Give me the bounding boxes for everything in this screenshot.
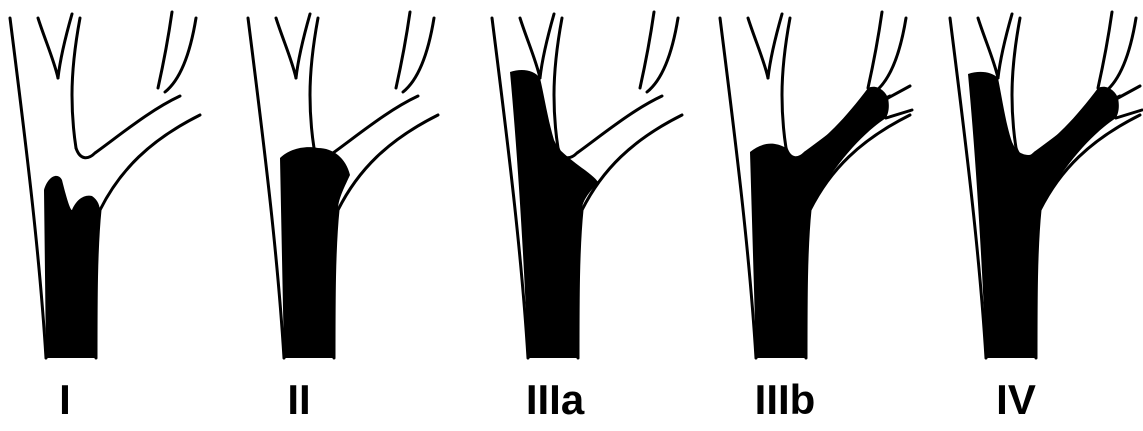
panel-IV-filled-region — [968, 72, 1119, 358]
panel-II-drawing — [248, 12, 438, 358]
panel-label-II: II — [219, 378, 379, 422]
panel-I-drawing — [10, 12, 200, 358]
panel-label-I: I — [0, 378, 145, 422]
panel-I-filled-region — [44, 176, 100, 358]
panel-II-filled-region — [280, 147, 350, 358]
panel-IIIb-drawing — [720, 12, 912, 358]
panel-IV-drawing — [950, 12, 1142, 358]
panel-IIIa-drawing — [492, 12, 682, 358]
panel-IIIb-right-subbranch — [886, 86, 912, 118]
panel-label-IIIa: IIIa — [475, 378, 635, 422]
panel-IIIb-filled-region — [750, 87, 889, 358]
panel-label-IV: IV — [936, 378, 1096, 422]
panel-IV-right-subbranch — [1116, 86, 1142, 118]
panel-label-IIIb: IIIb — [705, 378, 865, 422]
